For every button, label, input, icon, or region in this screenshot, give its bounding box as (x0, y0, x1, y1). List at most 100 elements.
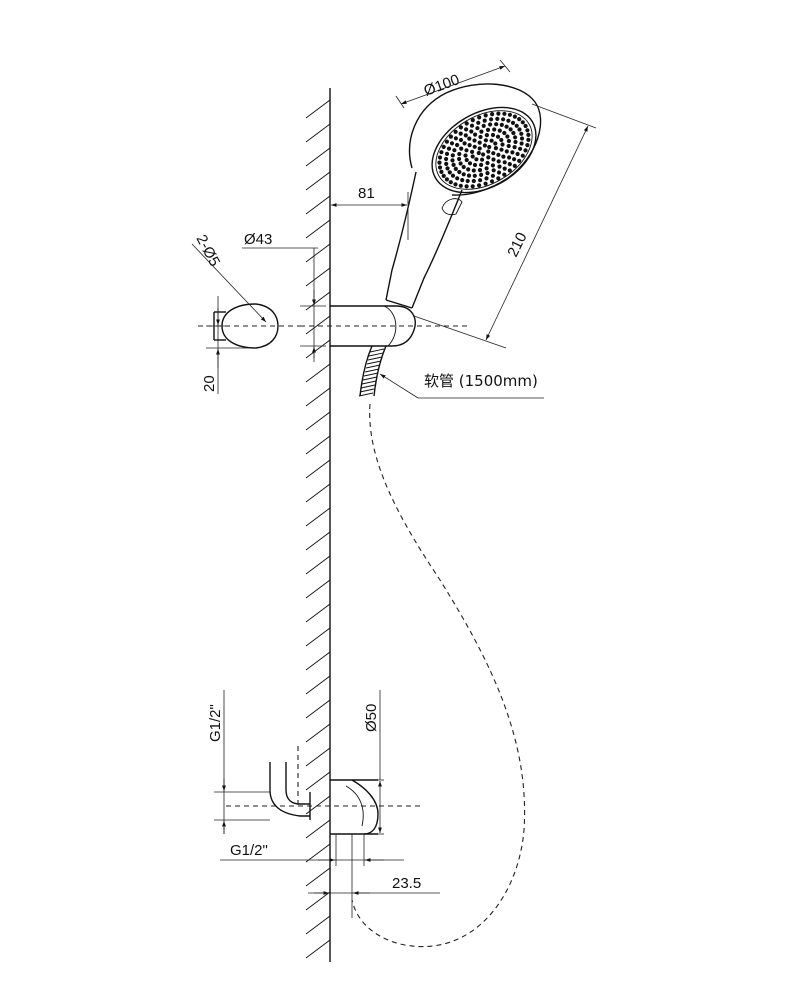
wall-hatch-line (305, 579, 331, 599)
wall-hatch-line (305, 723, 331, 743)
spray-hole (453, 182, 458, 187)
spray-hole (486, 149, 491, 154)
spray-hole (523, 148, 528, 153)
spray-hole (467, 143, 472, 148)
spray-hole (506, 118, 511, 123)
spray-hole (479, 129, 484, 134)
spray-hole (494, 122, 499, 127)
spray-hole (467, 136, 472, 141)
spray-hole (484, 176, 489, 181)
spray-hole (490, 132, 496, 138)
hole-spacing-label: 20 (201, 375, 218, 392)
spray-hole (478, 134, 483, 140)
spray-hole (477, 140, 482, 145)
spray-hole (458, 131, 463, 136)
spray-hole (497, 128, 502, 133)
spray-hole (506, 143, 511, 149)
wall-hatch-line (305, 411, 331, 431)
spray-hole (512, 145, 517, 150)
spray-hole (500, 142, 505, 147)
wall-hatch-line (305, 219, 331, 239)
spray-hole (496, 111, 501, 116)
holder-bracket (300, 305, 470, 347)
spray-hole (476, 150, 481, 156)
hose-coil-line (369, 348, 385, 353)
spray-hole (477, 146, 482, 151)
spray-hole (496, 159, 501, 164)
spray-hole (523, 123, 528, 129)
wall-hatch-line (305, 555, 331, 575)
spray-hole (519, 136, 525, 141)
wall-hatch-line (305, 363, 331, 383)
spray-hole (504, 149, 509, 154)
spray-hole (477, 168, 483, 173)
spray-hole (499, 137, 504, 143)
spray-hole (444, 161, 449, 166)
spray-hole (525, 143, 530, 148)
spray-hole (507, 112, 512, 117)
spray-hole (483, 113, 488, 118)
spray-hole (455, 142, 460, 148)
spray-hole (471, 178, 476, 184)
spray-hole (493, 146, 498, 151)
spray-hole (464, 121, 469, 126)
outlet-diameter-label: Ø50 (363, 704, 380, 732)
spray-hole (464, 184, 469, 189)
spray-hole (472, 162, 478, 168)
spray-hole (437, 165, 443, 170)
hose-coil-line (363, 372, 379, 377)
wall-hatch-line (305, 123, 331, 143)
wall-hatch-line (305, 147, 331, 167)
spray-hole (439, 150, 444, 155)
mount-holes-label: 2-Ø5 (192, 232, 223, 269)
spray-hole (445, 166, 450, 171)
spray-hole (517, 158, 522, 163)
spray-hole (485, 127, 491, 132)
wall-hatch-line (305, 339, 331, 359)
spray-hole (525, 128, 530, 133)
spray-hole (505, 134, 510, 139)
spray-hole (484, 133, 489, 138)
spray-hole (441, 173, 446, 178)
spray-hole (448, 180, 453, 185)
thread-horizontal-label: G1/2" (230, 842, 268, 859)
wall-hatch-line (305, 915, 331, 935)
hose (351, 345, 526, 948)
wall-hatch-line (305, 939, 331, 959)
spray-hole (444, 151, 450, 156)
wall-hatch-line (305, 531, 331, 551)
spray-hole (470, 118, 475, 123)
spray-hole (441, 144, 446, 149)
spray-hole (475, 126, 480, 131)
spray-hole (497, 164, 502, 169)
spray-hole (453, 136, 458, 141)
spray-hole (502, 160, 507, 165)
spray-hole (508, 127, 513, 132)
hose-coil-line (364, 368, 380, 373)
wall-hatch-line (305, 507, 331, 527)
spray-hole (499, 122, 504, 127)
spray-hole (506, 138, 511, 144)
wall-hatch-line (305, 459, 331, 479)
spray-hole (496, 152, 501, 157)
spray-hole (517, 127, 522, 132)
spray-hole (511, 130, 516, 136)
spray-hole (466, 173, 472, 178)
spray-hole (464, 127, 469, 132)
spray-hole (457, 169, 462, 175)
wall-hatch-line (305, 651, 331, 671)
spray-hole (510, 120, 516, 125)
spray-hole (501, 117, 506, 122)
wall-hatch-line (305, 483, 331, 503)
spray-face-holes (437, 111, 531, 189)
spray-hole (526, 137, 531, 142)
spray-hole (482, 143, 487, 148)
spray-hole (450, 158, 455, 163)
wall (305, 88, 331, 962)
spray-hole (515, 151, 520, 157)
spray-hole (491, 168, 496, 173)
spray-hole (490, 163, 495, 168)
spray-hole (464, 148, 469, 153)
wall-hatch-line (305, 171, 331, 191)
